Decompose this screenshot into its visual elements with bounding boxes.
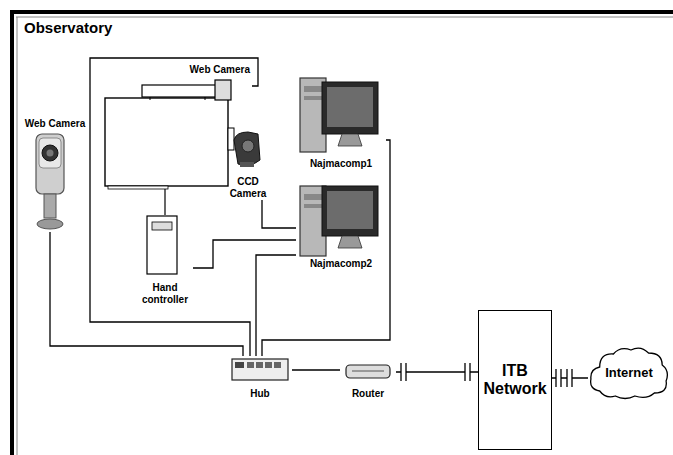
node-label: Web Camera xyxy=(25,118,85,130)
computer-icon-part xyxy=(304,204,322,208)
node-label: Najmacomp2 xyxy=(310,258,372,270)
node-label: CCD Camera xyxy=(223,176,273,199)
telescope-part xyxy=(105,98,228,186)
node-label: Internet xyxy=(605,366,653,381)
web-camera-icon-part xyxy=(36,134,64,194)
diagram-title: Observatory xyxy=(24,19,112,36)
network-cable xyxy=(50,232,243,356)
telescope xyxy=(105,80,234,215)
camera-node: Web Camera xyxy=(22,117,88,232)
node-label: Hand controller xyxy=(139,282,191,305)
frame-part xyxy=(17,17,18,455)
hub-icon-part xyxy=(274,362,281,368)
computer-icon-part xyxy=(327,191,373,229)
web-camera-icon-part xyxy=(44,194,56,218)
network-cable xyxy=(256,255,296,356)
web-camera-icon-part xyxy=(42,145,58,161)
internet-cloud: Internet xyxy=(588,345,670,401)
computer-icon xyxy=(300,78,378,152)
node-label: Web Camera xyxy=(190,64,250,76)
coupling-symbols-part xyxy=(465,363,470,381)
hub-node: Hub xyxy=(228,356,292,400)
hub-icon-part xyxy=(256,362,263,368)
ccd-camera-icon-part xyxy=(242,140,254,152)
network-cable xyxy=(90,58,258,356)
web-camera-icon-part xyxy=(39,138,61,168)
coupling-symbols-part-part xyxy=(465,369,470,375)
telescope-part xyxy=(108,186,168,189)
hub-icon-part xyxy=(232,359,288,380)
telescope-part xyxy=(228,128,234,150)
web-camera-icon-part xyxy=(47,150,54,157)
ccd-camera-icon-part xyxy=(240,162,254,167)
telescope-part xyxy=(205,97,206,100)
telescope-part xyxy=(150,97,151,100)
coupling-symbols-part xyxy=(401,363,406,381)
router-icon-part xyxy=(346,365,390,378)
coupling-symbols-part-part xyxy=(464,363,465,381)
coupling-symbols-part-part xyxy=(555,369,556,387)
hub-icon-part xyxy=(247,362,254,368)
computer-icon-part xyxy=(304,86,322,92)
router-node: Router xyxy=(340,360,396,400)
network-cable xyxy=(193,240,296,268)
controller-node: Hand controller xyxy=(137,214,193,306)
hub-icon xyxy=(232,359,288,380)
hub-icon-part xyxy=(265,362,272,368)
hand-controller-icon-part xyxy=(152,222,172,230)
ccd-camera-icon-part xyxy=(234,132,260,165)
hand-controller-icon-part xyxy=(147,216,177,274)
coupling-symbols-part-part xyxy=(567,375,572,381)
network-cable xyxy=(262,200,296,228)
coupling-symbols-part-part xyxy=(566,369,567,387)
frame-part xyxy=(12,12,673,455)
computer-icon-part xyxy=(327,87,373,127)
network-cable xyxy=(292,369,340,370)
cloud-outline-part xyxy=(591,348,668,398)
node-label: Hub xyxy=(250,388,269,400)
coupling-symbols-part xyxy=(556,369,561,387)
computer-icon-part xyxy=(304,194,322,200)
coupling-symbols-part-part xyxy=(560,369,561,387)
network-cable xyxy=(262,140,390,356)
telescope-part xyxy=(164,189,165,215)
hub-icon-part xyxy=(235,362,244,368)
computer-icon-part xyxy=(338,134,362,146)
hand-controller-icon xyxy=(147,216,177,274)
ccd-node: CCD Camera xyxy=(221,128,275,200)
coupling-symbols-part-part xyxy=(400,363,401,381)
camera-node: Web Camera xyxy=(140,63,252,100)
coupling-symbols-part xyxy=(567,369,572,387)
computer-icon xyxy=(300,186,378,256)
node-label: Najmacomp1 xyxy=(310,158,372,170)
computer-icon-part xyxy=(322,186,378,236)
router-icon-part xyxy=(352,371,384,372)
web-camera-icon-part xyxy=(37,219,63,229)
network-box: ITB Network xyxy=(478,310,552,450)
coupling-symbols-part-part xyxy=(401,369,406,375)
frame xyxy=(12,12,673,455)
router-icon xyxy=(346,365,390,378)
ccd-camera-icon xyxy=(234,132,260,167)
coupling-symbols-part-part xyxy=(469,363,470,381)
computer-icon-part xyxy=(304,96,322,100)
computer-icon-part xyxy=(322,82,378,134)
frame-part xyxy=(16,17,673,18)
node-label: ITB Network xyxy=(481,362,549,399)
computer-node: Najmacomp1 xyxy=(296,72,386,170)
coupling-symbols-part-part xyxy=(556,375,561,381)
node-label: Router xyxy=(352,388,384,400)
web-camera-icon xyxy=(36,134,64,229)
coupling-symbols-part-part xyxy=(571,369,572,387)
telescope-part xyxy=(215,80,231,100)
computer-icon-part xyxy=(338,236,362,248)
computer-node: Najmacomp2 xyxy=(296,180,386,270)
coupling-symbols-part-part xyxy=(405,363,406,381)
telescope-part xyxy=(142,85,216,97)
